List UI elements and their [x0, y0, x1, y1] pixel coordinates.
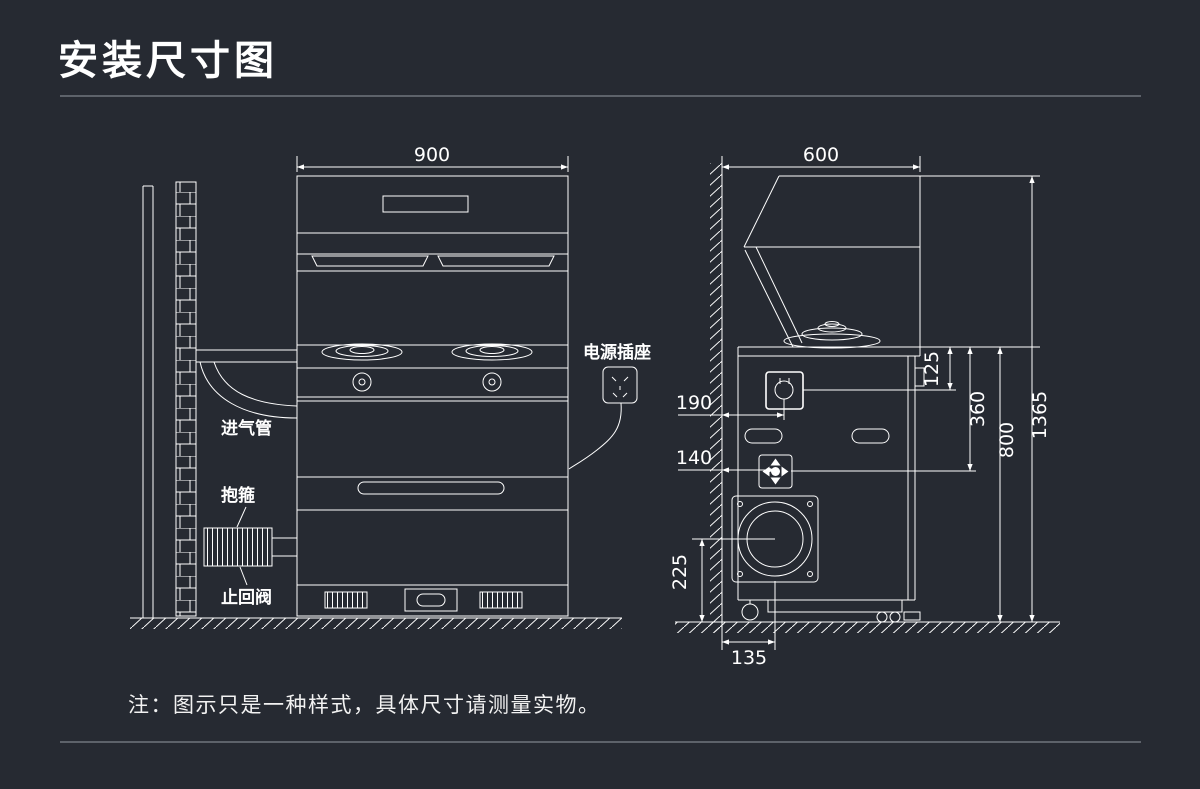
dim-label-360: 360 — [967, 391, 989, 427]
power-socket: 电源插座 — [568, 342, 651, 470]
base-casters — [741, 599, 921, 623]
gas-valve-icon — [758, 454, 793, 489]
side-dimension-140: 140 — [676, 447, 775, 473]
dim-label-190: 190 — [676, 392, 712, 414]
label-check-valve: 止回阀 — [221, 587, 272, 608]
side-dimension-800: 800 — [996, 347, 1018, 622]
socket-outlet-icon — [765, 371, 804, 410]
oval-handle-right — [851, 428, 890, 444]
front-view: 900 — [130, 144, 651, 629]
side-dimension-360: 360 — [967, 347, 989, 471]
bottom-panel — [404, 588, 458, 612]
side-dimension-225: 225 — [669, 539, 705, 622]
gas-riser-structure — [142, 181, 298, 618]
burner-left-icon — [321, 343, 403, 361]
hood-profile — [743, 175, 921, 356]
label-clamp: 抱箍 — [221, 485, 255, 506]
side-dimension-125: 125 — [921, 347, 953, 390]
bottom-vent-right — [479, 591, 523, 609]
burner-side-icon — [783, 321, 881, 349]
ground-front — [130, 617, 622, 629]
oval-handle-left — [744, 428, 783, 444]
side-dimension-1365: 1365 — [1029, 176, 1051, 622]
dim-label-225: 225 — [669, 554, 691, 590]
dim-label-1365: 1365 — [1029, 391, 1051, 439]
dim-label-900: 900 — [414, 144, 450, 166]
side-dimension-190: 190 — [676, 392, 784, 418]
dim-label-135: 135 — [731, 647, 767, 669]
power-cable — [568, 402, 622, 470]
front-dimension-900: 900 — [296, 144, 569, 172]
bottom-divider — [60, 741, 1141, 743]
side-dimension-600: 600 — [721, 144, 921, 172]
clamp-block — [203, 527, 273, 567]
dim-label-600: 600 — [803, 144, 839, 166]
burner-right-icon — [451, 343, 533, 361]
wall — [710, 163, 723, 632]
side-body — [731, 321, 1040, 623]
ground-side — [675, 621, 1060, 633]
top-divider — [60, 95, 1141, 97]
dim-label-125: 125 — [921, 351, 943, 387]
extension-lines — [692, 175, 1040, 650]
label-power-socket: 电源插座 — [583, 342, 651, 363]
side-dimension-135: 135 — [722, 639, 775, 669]
side-view: 600 — [669, 144, 1060, 669]
dim-label-140: 140 — [676, 447, 712, 469]
bottom-vent-left — [324, 591, 368, 609]
front-appliance — [296, 175, 569, 617]
check-valve-assembly — [203, 506, 297, 586]
dim-label-800: 800 — [996, 422, 1018, 458]
knob-left-icon — [352, 372, 372, 392]
note-text: 注：图示只是一种样式，具体尺寸请测量实物。 — [128, 693, 601, 717]
socket-icon — [602, 366, 638, 404]
door-handle — [357, 481, 505, 495]
page-title: 安装尺寸图 — [58, 38, 278, 84]
label-gas-inlet-pipe: 进气管 — [221, 418, 272, 439]
knob-right-icon — [482, 372, 502, 392]
